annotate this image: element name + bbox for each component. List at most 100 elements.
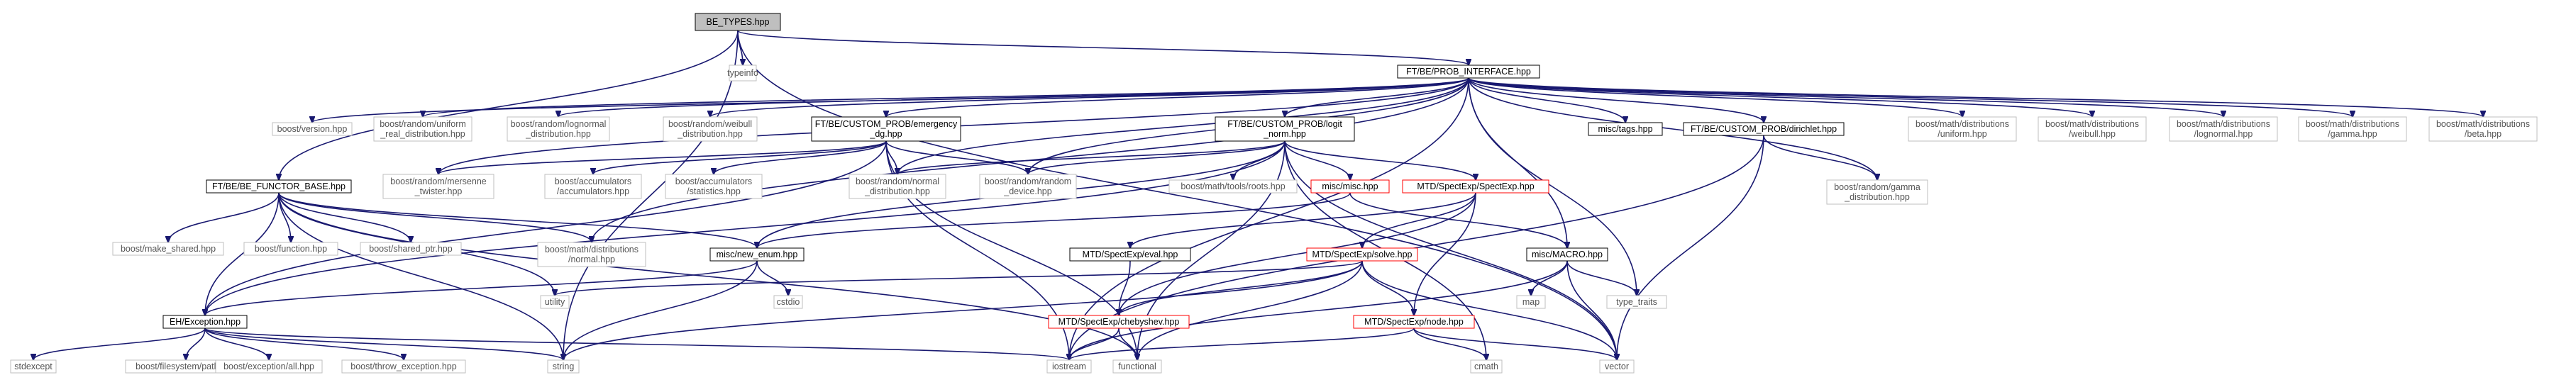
node-eh_exception[interactable]: EH/Exception.hpp	[162, 315, 248, 329]
edge-new_enum-to-cstdio	[756, 260, 788, 296]
node-be_types[interactable]: BE_TYPES.hpp	[695, 13, 781, 31]
edge-eh_exception-to-fs_path	[186, 328, 206, 360]
node-label: FT/BE/CUSTOM_PROB/logit	[1227, 119, 1342, 129]
node-new_enum[interactable]: misc/new_enum.hpp	[709, 247, 805, 262]
node-label: string	[553, 362, 575, 371]
edge-dirichlet-to-random_gamma	[1763, 135, 1877, 180]
node-label: boost/random/mersenne	[390, 177, 487, 186]
node-label: boost/math/distributions	[2045, 119, 2139, 129]
node-label: boost/random/uniform	[380, 119, 466, 129]
node-box	[2298, 116, 2407, 142]
edge-logit-to-spectexp	[1284, 140, 1476, 180]
node-label: _distribution.hpp	[1844, 192, 1910, 202]
node-label: MTD/SpectExp/chebyshev.hpp	[1058, 317, 1180, 327]
node-spect_node[interactable]: MTD/SpectExp/node.hpp	[1353, 315, 1475, 329]
node-label: cstdio	[777, 297, 800, 307]
edge-logit-to-misc_misc	[1284, 140, 1350, 180]
node-label: _distribution.hpp	[864, 186, 930, 196]
edge-logit-to-random_normal	[897, 140, 1286, 174]
node-label: /weibull.hpp	[2069, 129, 2116, 139]
node-label: _distribution.hpp	[525, 129, 591, 139]
edge-prob_iface-to-boost_weibull_dist	[710, 77, 1469, 117]
edge-prob_iface-to-bmd_lognormal	[1468, 77, 2223, 117]
node-spect_eval[interactable]: MTD/SpectExp/eval.hpp	[1069, 247, 1191, 262]
node-box	[1470, 359, 1503, 374]
node-box	[1599, 359, 1635, 374]
node-label: /gamma.hpp	[2328, 129, 2377, 139]
node-box	[341, 359, 466, 374]
node-make_shared: boost/make_shared.hpp	[112, 242, 224, 256]
edge-prob_iface-to-dirichlet	[1468, 77, 1764, 123]
node-boost_rud: boost/random/uniform_real_distribution.h…	[373, 116, 472, 142]
node-random_gamma: boost/random/gamma_distribution.hpp	[1826, 179, 1928, 205]
node-label: boost/math/tools/roots.hpp	[1181, 181, 1285, 191]
edge-prob_iface-to-emergency	[886, 77, 1469, 117]
edge-new_enum-to-eh_exception	[205, 260, 758, 315]
node-label: /beta.hpp	[2465, 129, 2502, 139]
edge-be_functor-to-bmd_normal	[278, 192, 592, 242]
edge-spect_solve-to-string	[563, 260, 1363, 360]
edge-be_functor-to-new_enum	[278, 192, 757, 248]
node-label: _dg.hpp	[869, 129, 902, 139]
node-label: boost/throw_exception.hpp	[350, 362, 456, 371]
node-label: /uniform.hpp	[1937, 129, 1987, 139]
node-label: _device.hpp	[1003, 186, 1051, 196]
node-spectexp[interactable]: MTD/SpectExp/SpectExp.hpp	[1402, 179, 1549, 194]
node-label: _real_distribution.hpp	[380, 129, 465, 139]
node-label: MTD/SpectExp/node.hpp	[1364, 317, 1464, 327]
node-logit[interactable]: FT/BE/CUSTOM_PROB/logit_norm.hpp	[1215, 116, 1355, 142]
node-box	[382, 174, 494, 199]
edge-emergency-to-random_device	[885, 140, 1028, 174]
edge-spectexp-to-chebyshev	[1119, 192, 1476, 315]
node-box	[663, 116, 758, 142]
node-type_traits: type_traits	[1606, 295, 1667, 309]
node-misc_misc[interactable]: misc/misc.hpp	[1310, 179, 1390, 194]
node-box	[709, 247, 805, 262]
node-label: stdexcept	[14, 362, 52, 371]
node-prob_iface[interactable]: FT/BE/PROB_INTERFACE.hpp	[1397, 65, 1540, 79]
node-box	[1402, 179, 1549, 194]
node-spect_solve[interactable]: MTD/SpectExp/solve.hpp	[1306, 247, 1418, 262]
node-label: map	[1522, 297, 1539, 307]
node-label: MTD/SpectExp/SpectExp.hpp	[1417, 181, 1534, 191]
node-cstdio: cstdio	[773, 295, 803, 309]
edge-prob_iface-to-boost_rud	[423, 77, 1469, 117]
node-shared_ptr: boost/shared_ptr.hpp	[360, 242, 462, 256]
edge-spect_solve-to-vector	[1361, 260, 1617, 360]
node-boost_function: boost/function.hpp	[243, 242, 338, 256]
edge-prob_iface-to-bmd_gamma	[1468, 77, 2353, 117]
edge-prob_iface-to-misc_tags	[1468, 77, 1625, 123]
edge-spect_node-to-iostream	[1069, 328, 1415, 360]
node-chebyshev[interactable]: MTD/SpectExp/chebyshev.hpp	[1048, 315, 1190, 329]
node-label: boost/math/distributions	[2177, 119, 2270, 129]
edge-prob_iface-to-iostream	[1069, 77, 1469, 360]
edge-spectexp-to-spect_eval	[1130, 192, 1476, 248]
node-dirichlet[interactable]: FT/BE/CUSTOM_PROB/dirichlet.hpp	[1683, 122, 1845, 136]
node-iostream: iostream	[1046, 359, 1092, 374]
node-box	[1353, 315, 1475, 329]
node-emergency[interactable]: FT/BE/CUSTOM_PROB/emergency_dg.hpp	[811, 116, 961, 142]
node-misc_tags[interactable]: misc/tags.hpp	[1588, 122, 1663, 136]
node-box	[773, 295, 803, 309]
node-box	[162, 315, 248, 329]
node-box	[1215, 116, 1355, 142]
node-bmd_weibull: boost/math/distributions/weibull.hpp	[2038, 116, 2147, 142]
edge-emergency-to-acc_acc	[593, 140, 887, 174]
node-box	[2169, 116, 2278, 142]
node-bmd_uniform: boost/math/distributions/uniform.hpp	[1908, 116, 2017, 142]
edge-prob_iface-to-bmd_beta	[1468, 77, 2483, 117]
edge-misc_macro-to-vector	[1566, 260, 1617, 360]
node-label: MTD/SpectExp/solve.hpp	[1312, 250, 1412, 259]
node-label: boost/function.hpp	[255, 244, 327, 254]
node-label: boost/random/weibull	[668, 119, 752, 129]
edge-eh_exception-to-iostream	[204, 328, 1069, 360]
node-label: _twister.hpp	[414, 186, 463, 196]
node-misc_macro[interactable]: misc/MACRO.hpp	[1526, 247, 1608, 262]
node-label: FT/BE/CUSTOM_PROB/dirichlet.hpp	[1691, 124, 1837, 134]
node-boost_lognormal_dist: boost/random/lognormal_distribution.hpp	[507, 116, 610, 142]
node-label: functional	[1118, 362, 1156, 371]
node-box	[1168, 179, 1298, 194]
node-box	[215, 359, 323, 374]
node-be_functor[interactable]: FT/BE/BE_FUNCTOR_BASE.hpp	[206, 179, 352, 194]
